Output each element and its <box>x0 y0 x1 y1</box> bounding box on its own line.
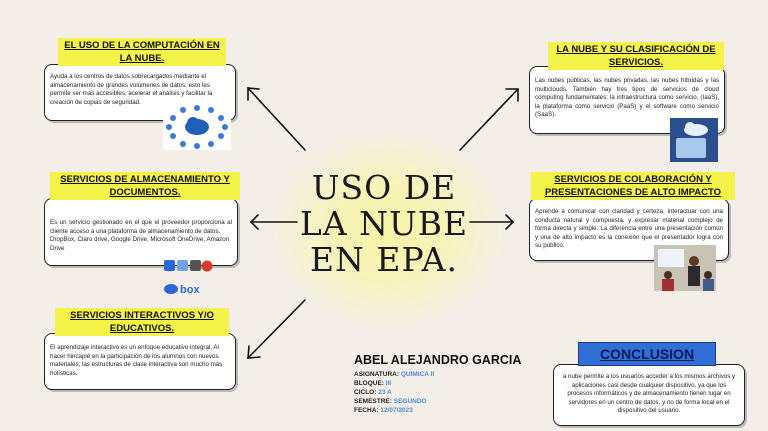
central-topic: USO DE LA NUBE EN EPA. <box>299 168 469 279</box>
arrow-top-right <box>459 88 519 151</box>
mega-icon <box>201 260 213 272</box>
drive-icon <box>177 260 188 271</box>
semestre-label: SEMESTRE: <box>354 398 392 405</box>
ciclo-value: 23 A <box>378 389 392 396</box>
ciclo-label: CICLO: <box>354 389 377 396</box>
center-glow <box>268 130 508 330</box>
card-computacion-body: Ayuda a los centros de datos sobrecargad… <box>50 73 213 106</box>
storage-logos: box <box>163 258 213 303</box>
onedrive-icon <box>190 260 201 271</box>
fecha-label: FECHA: <box>354 407 379 414</box>
card-conclusion-body: a nube permite a los usuarios acceder a … <box>562 373 736 415</box>
fecha-value: 12/07/2023 <box>380 407 413 414</box>
card-almacenamiento: Es un servicio gestionado en el que el p… <box>44 198 238 266</box>
card-conclusion: a nube permite a los usuarios acceder a … <box>553 364 745 426</box>
author-info: ABEL ALEJANDRO GARCIA ASIGNATURA: QUIMIC… <box>354 352 521 415</box>
cloud-icon <box>164 284 178 294</box>
card-clasificacion-body: Las nubes públicas, las nubes privadas, … <box>535 77 719 119</box>
card-almacenamiento-body: Es un servicio gestionado en el que el p… <box>50 219 232 235</box>
card-colaboracion-body: Aprende a comunicar con claridad y certe… <box>535 208 723 250</box>
card-interactivos-body: El aprendizaje interactivo es un enfoque… <box>50 344 223 377</box>
arrow-bottom-left <box>247 299 306 359</box>
author-name: ABEL ALEJANDRO GARCIA <box>354 353 522 367</box>
card-clasificacion-title: LA NUBE Y SU CLASIFICACIÓN DE SERVICIOS. <box>548 42 724 70</box>
card-almacenamiento-title: SERVICIOS DE ALMACENAMIENTO Y DOCUMENTOS… <box>50 172 240 200</box>
card-almacenamiento-examples: DropBox, Claro drive, Google Drive, Micr… <box>50 236 230 252</box>
card-interactivos-title: SERVICIOS INTERACTIVOS Y/O EDUCATIVOS. <box>55 308 229 336</box>
bloque-value: III <box>385 380 392 387</box>
cloud-network-icon <box>163 104 231 155</box>
box-logo: box <box>180 284 200 296</box>
card-interactivos: El aprendizaje interactivo es un enfoque… <box>44 333 236 390</box>
presentation-photo <box>654 245 716 296</box>
dropbox-icon <box>164 260 175 271</box>
card-colaboracion-title: SERVICIOS DE COLABORACIÓN Y PRESENTACION… <box>531 172 735 200</box>
arrow-top-left <box>247 87 306 151</box>
card-computacion-title: EL USO DE LA COMPUTACIÓN EN LA NUBE. <box>58 38 226 66</box>
semestre-value: SEGUNDO <box>393 398 427 405</box>
asignatura-value: QUIMICA II <box>400 371 435 378</box>
bloque-label: BLOQUE: <box>354 380 384 387</box>
asignatura-label: ASIGNATURA: <box>354 371 400 378</box>
cloud-tablet-image <box>670 118 718 167</box>
conclusion-title: CONCLUSION <box>578 342 716 366</box>
card-computacion: Ayuda a los centros de datos sobrecargad… <box>44 64 236 121</box>
